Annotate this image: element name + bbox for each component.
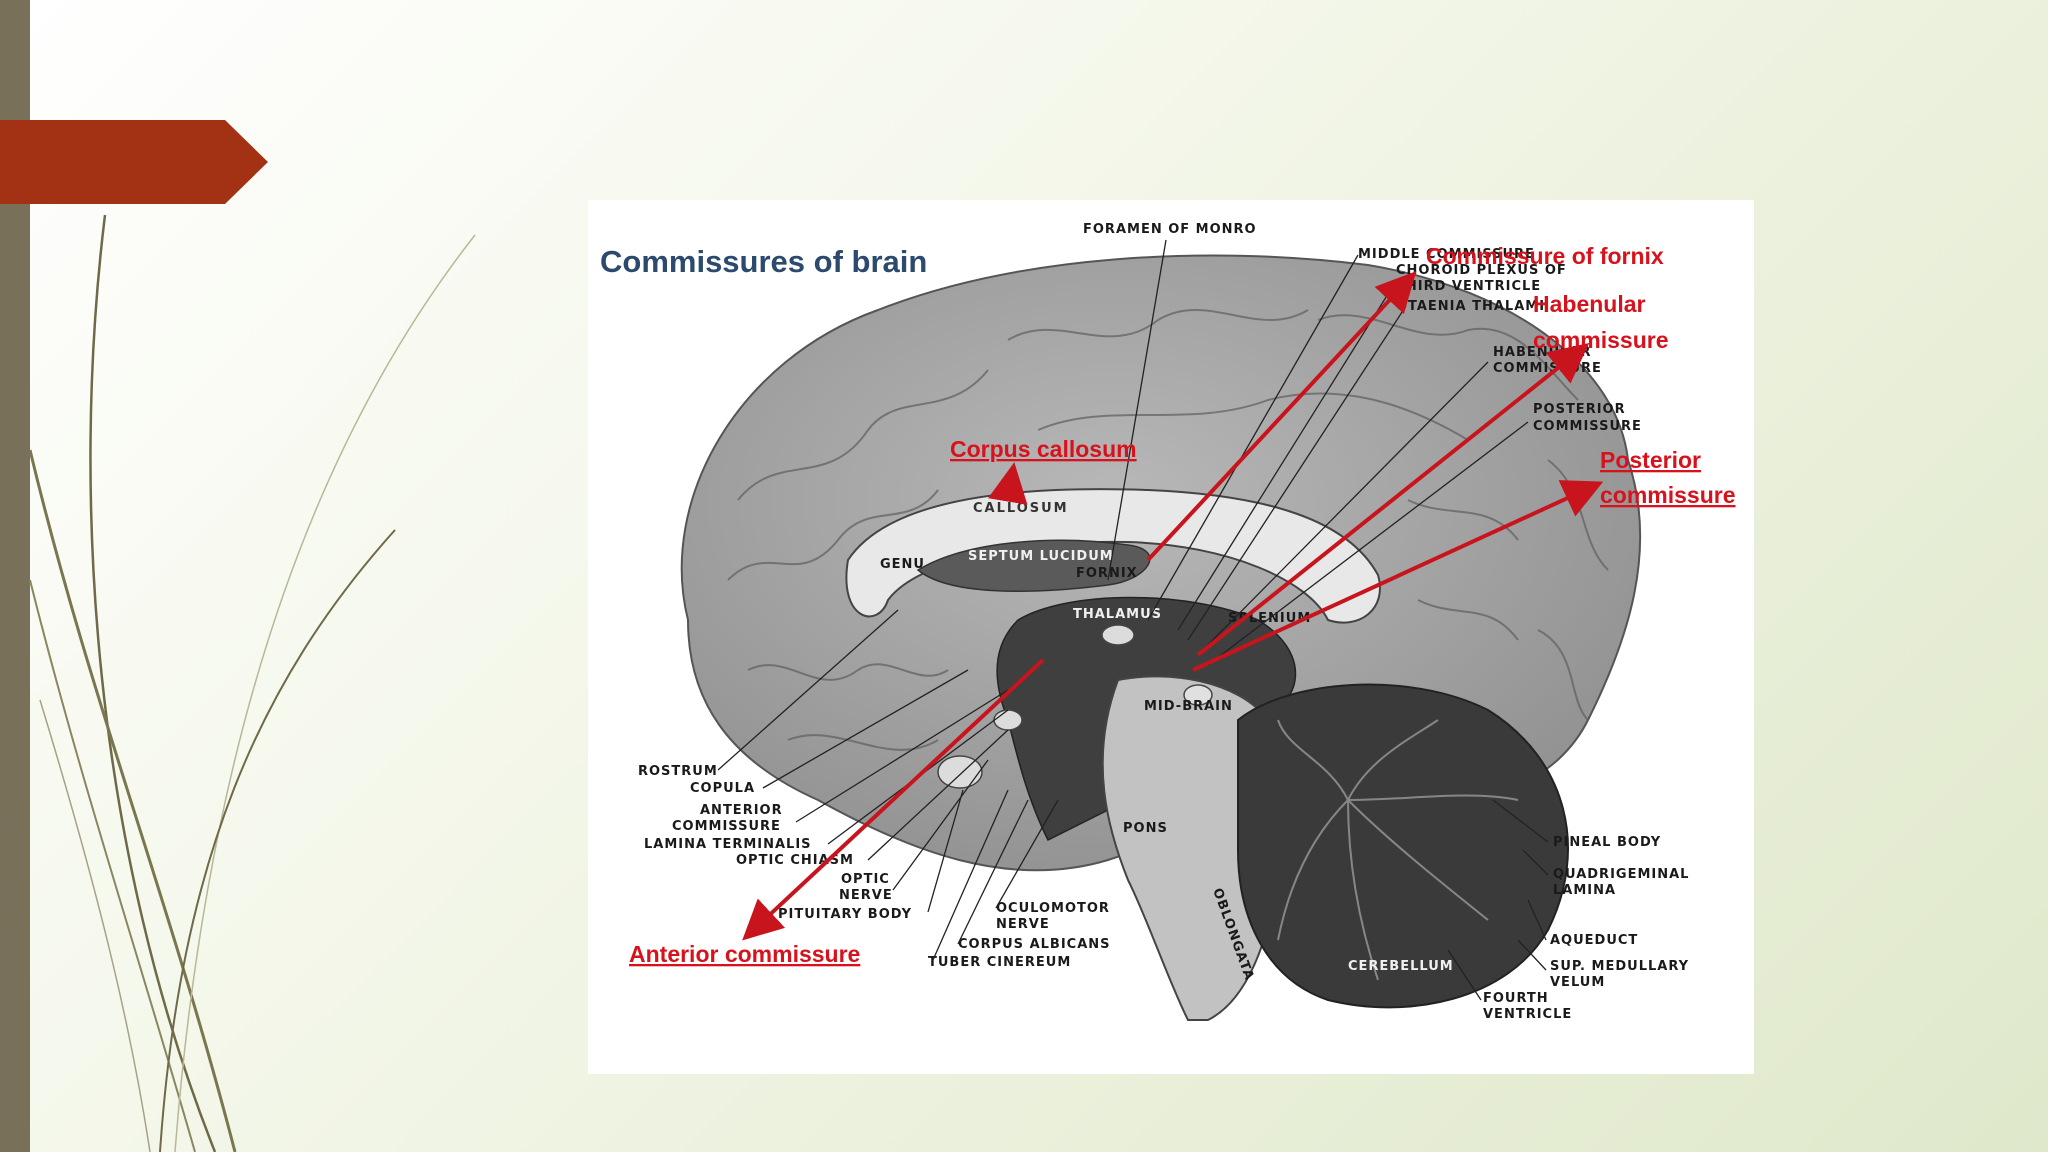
annotation-corpus-callosum: Corpus callosum	[950, 436, 1137, 462]
arrow-posterior-commissure	[1192, 480, 1604, 672]
label-septum-lucidum: SEPTUM LUCIDUM	[968, 549, 1114, 564]
label-oculomotor-2: NERVE	[996, 917, 1050, 932]
figure-title: Commissures of brain	[600, 244, 927, 279]
label-copula: COPULA	[690, 781, 755, 796]
label-sup-medullary-1: SUP. MEDULLARY	[1550, 959, 1689, 974]
annotation-habenular-2: commissure	[1533, 327, 1669, 353]
arrow-commissure-of-fornix	[1146, 271, 1417, 562]
label-fornix: FORNIX	[1076, 566, 1138, 581]
label-aqueduct: AQUEDUCT	[1550, 933, 1638, 948]
label-rostrum: ROSTRUM	[638, 764, 718, 779]
label-cerebellum: CEREBELLUM	[1348, 959, 1454, 974]
arrow-anterior-commissure	[742, 658, 1045, 941]
label-anterior-1: ANTERIOR	[700, 803, 783, 818]
annotation-habenular-1: Habenular	[1533, 291, 1646, 317]
title-accent-tab	[0, 120, 268, 204]
label-pons: PONS	[1123, 821, 1168, 836]
label-tuber-cinereum: TUBER CINEREUM	[928, 955, 1071, 970]
gyri-texture	[727, 309, 1609, 751]
label-habenular-2: COMMISSURE	[1493, 361, 1602, 376]
label-choroid-plexus-1: CHOROID PLEXUS OF	[1396, 263, 1567, 278]
label-quadrigeminal-2: LAMINA	[1553, 883, 1616, 898]
label-lamina-terminalis: LAMINA TERMINALIS	[644, 837, 812, 852]
label-foramen-of-monro: FORAMEN OF MONRO	[1083, 222, 1257, 237]
label-anterior-2: COMMISSURE	[672, 819, 781, 834]
brain-commissures-figure: Commissures of brain CALLOSUM SEPTUM LUC…	[588, 200, 1754, 1074]
label-posterior-2: COMMISSURE	[1533, 419, 1642, 434]
label-posterior-1: POSTERIOR	[1533, 402, 1626, 417]
annotation-anterior-commissure: Anterior commissure	[629, 941, 860, 967]
brain-diagram: Commissures of brain CALLOSUM SEPTUM LUC…	[600, 222, 1736, 1022]
annotation-commissure-of-fornix: Commissure of fornix	[1426, 243, 1664, 269]
arrow-corpus-callosum	[988, 462, 1028, 505]
label-mid-brain: MID-BRAIN	[1144, 699, 1233, 714]
label-callosum: CALLOSUM	[973, 501, 1069, 516]
annotation-posterior-1: Posterior	[1600, 447, 1701, 473]
label-oculomotor-1: OCULOMOTOR	[996, 901, 1110, 916]
annotation-posterior-2: commissure	[1600, 482, 1736, 508]
label-optic-nerve-2: NERVE	[839, 888, 893, 903]
massa-intermedia-shape	[1101, 624, 1135, 646]
label-fourth-ventricle-2: VENTRICLE	[1483, 1007, 1572, 1022]
label-pineal-body: PINEAL BODY	[1553, 835, 1661, 850]
arbor-vitae	[1277, 719, 1519, 981]
corpus-callosum-shape	[845, 488, 1381, 624]
septum-lucidum-shape	[916, 539, 1151, 592]
label-optic-nerve-1: OPTIC	[841, 872, 890, 887]
arrow-habenular-commissure	[1196, 343, 1590, 657]
pineal-shape	[1183, 684, 1213, 706]
optic-chiasm-shape	[993, 709, 1023, 731]
label-middle-commissure: MIDDLE COMMISSURE	[1358, 247, 1535, 262]
decorative-swoosh-lines	[28, 214, 476, 1152]
label-taenia-thalami: TAENIA THALAMI	[1408, 299, 1545, 314]
label-choroid-plexus-2: THIRD VENTRICLE	[1396, 279, 1541, 294]
label-fourth-ventricle-1: FOURTH	[1483, 991, 1549, 1006]
label-corpus-albicans: CORPUS ALBICANS	[958, 937, 1111, 952]
label-quadrigeminal-1: QUADRIGEMINAL	[1553, 867, 1689, 882]
label-sup-medullary-2: VELUM	[1550, 975, 1605, 990]
label-genu: GENU	[880, 557, 925, 572]
label-thalamus: THALAMUS	[1073, 607, 1162, 622]
label-pituitary-body: PITUITARY BODY	[778, 907, 912, 922]
